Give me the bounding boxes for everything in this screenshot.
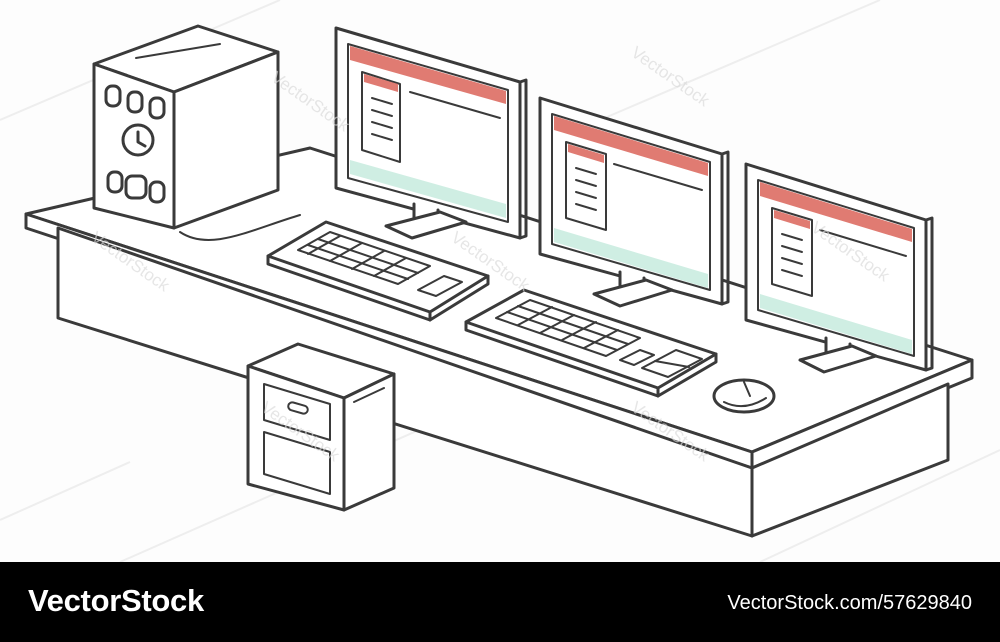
workstation-illustration: VectorStock VectorStock VectorStock Vect… <box>0 0 1000 562</box>
monitor-middle <box>538 96 730 308</box>
keyboard-left <box>266 220 490 322</box>
desk <box>24 146 974 538</box>
monitor-right <box>744 162 934 374</box>
image-id-text: VectorStock.com/57629840 <box>727 592 972 614</box>
speaker-tower <box>92 24 301 241</box>
mouse <box>712 378 776 414</box>
monitor-left <box>334 26 528 240</box>
brand-logo-text: VectorStock <box>28 583 204 618</box>
footer-bar: VectorStock VectorStock.com/57629840 <box>0 562 1000 642</box>
keyboard-right <box>464 288 718 398</box>
drawer-cabinet <box>246 342 396 512</box>
